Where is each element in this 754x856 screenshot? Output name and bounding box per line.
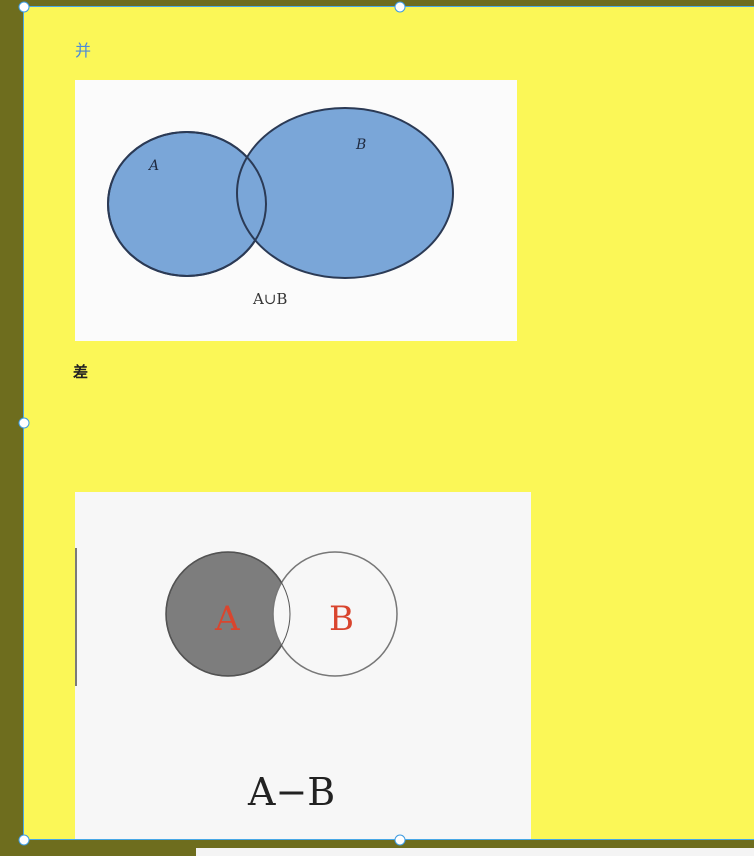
resize-handle-top-left[interactable] <box>18 1 30 13</box>
set-a-label: A <box>214 599 240 639</box>
union-venn-image[interactable]: A B A∪B <box>75 80 517 341</box>
resize-handle-bottom-middle[interactable] <box>394 834 406 846</box>
set-a-outline <box>107 131 267 277</box>
resize-handle-top-middle[interactable] <box>394 1 406 13</box>
resize-handle-middle-left[interactable] <box>18 417 30 429</box>
union-venn-diagram: A B A∪B <box>107 107 454 308</box>
difference-caption: A−B <box>247 770 335 814</box>
editor-background-top <box>24 0 754 7</box>
set-b-label: B <box>355 137 366 153</box>
resize-handle-bottom-left[interactable] <box>18 834 30 846</box>
difference-venn-image[interactable]: A B A−B <box>75 492 531 840</box>
difference-heading[interactable]: 差 <box>73 363 89 381</box>
notes-pane-edge <box>196 848 754 856</box>
difference-venn-diagram: A B A−B <box>165 551 398 814</box>
set-b-circle-masked <box>272 551 398 677</box>
union-caption: A∪B <box>252 290 287 308</box>
set-b-label: B <box>329 599 354 639</box>
editor-background-left <box>0 0 24 856</box>
set-a-outline <box>165 551 291 677</box>
union-heading[interactable]: 并 <box>75 41 92 60</box>
image-crop-edge <box>75 548 77 686</box>
set-b-circle <box>236 107 454 279</box>
set-a-label: A <box>147 158 159 174</box>
